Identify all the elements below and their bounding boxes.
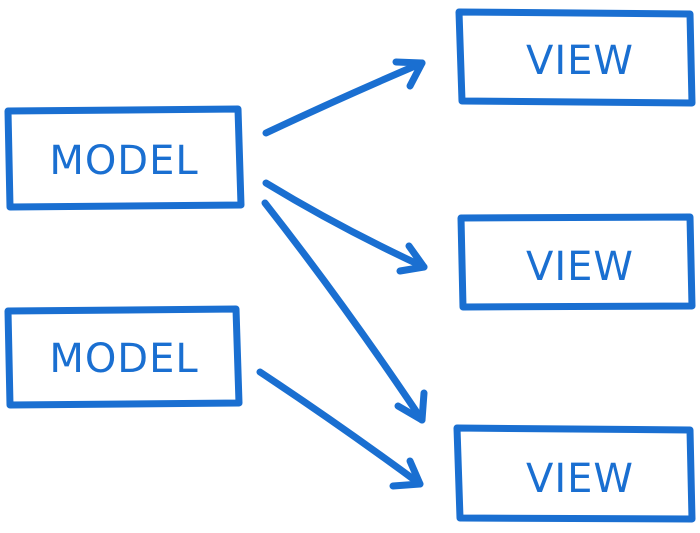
arrow-line — [261, 199, 426, 424]
arrowhead-icon — [396, 242, 428, 275]
arrow-line — [262, 179, 428, 271]
view-box-3: VIEW — [453, 424, 696, 523]
arrowhead-icon — [394, 389, 428, 424]
arrowhead-icon — [389, 457, 424, 490]
arrow-model-1-to-view-1 — [262, 58, 426, 137]
view-box-1-border — [455, 8, 696, 107]
model-box-2: MODEL — [4, 305, 243, 409]
view-label-3: VIEW — [526, 456, 634, 502]
view-box-2: VIEW — [457, 213, 696, 311]
view-box-1: VIEW — [455, 8, 696, 107]
model-box-2-border — [4, 305, 243, 409]
view-label-1: VIEW — [526, 38, 634, 84]
arrow-line — [256, 368, 424, 488]
arrowhead-icon — [392, 58, 426, 90]
arrow-model-1-to-view-3 — [261, 199, 428, 424]
view-box-3-border — [453, 424, 696, 523]
model-label-2: MODEL — [49, 336, 198, 382]
model-box-1-border — [4, 105, 245, 211]
model-box-1: MODEL — [4, 105, 245, 211]
arrow-line — [262, 59, 426, 137]
model-label-1: MODEL — [49, 138, 198, 184]
view-label-2: VIEW — [526, 244, 634, 290]
view-box-2-border — [457, 213, 696, 311]
arrow-model-2-to-view-3 — [256, 368, 424, 490]
arrow-model-1-to-view-2 — [262, 179, 428, 275]
